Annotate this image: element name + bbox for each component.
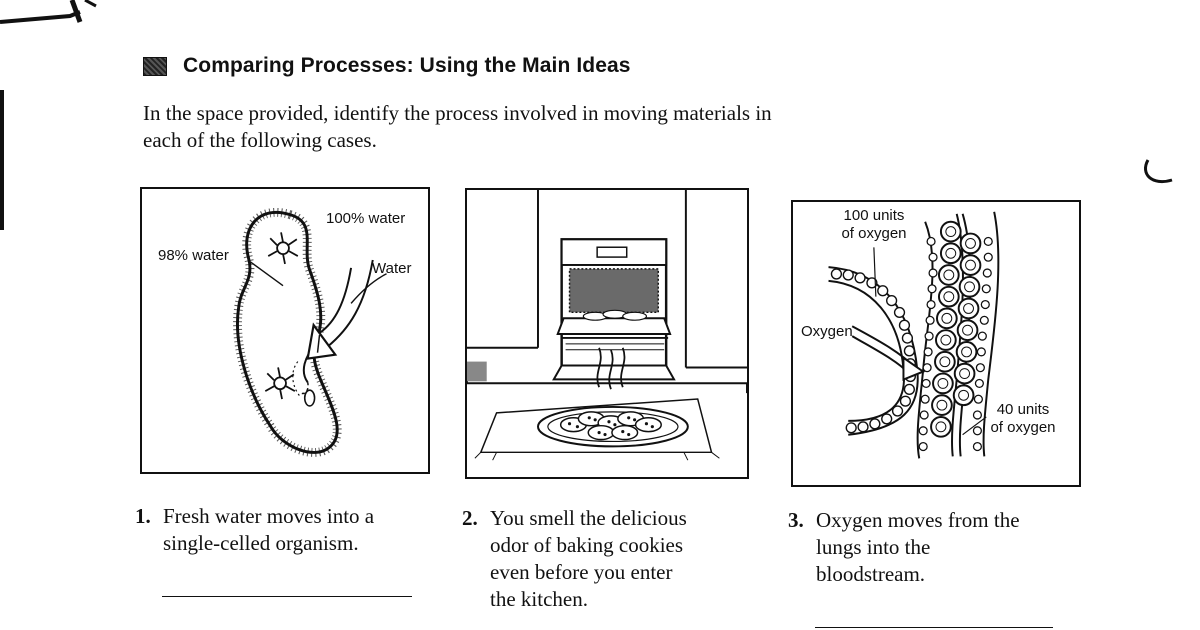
question-text: Fresh water moves into a single-celled o… <box>163 503 374 557</box>
figure-kitchen <box>465 188 749 479</box>
instructions: In the space provided, identify the proc… <box>143 100 923 154</box>
label-inside-water: 98% water <box>158 247 229 264</box>
lungs-illustration <box>828 211 1000 459</box>
label-lung-oxygen-line2: of oxygen <box>841 225 907 242</box>
organism-illustration <box>233 208 387 457</box>
label-blood-oxygen: 40 units of oxygen <box>981 401 1065 437</box>
question-line: the kitchen. <box>490 587 588 611</box>
question-text: Oxygen moves from the lungs into the blo… <box>816 507 1020 588</box>
label-outside-water: 100% water <box>326 210 406 227</box>
figure-lungs: 100 units of oxygen Oxygen 40 units of o… <box>791 200 1081 487</box>
question-line: Oxygen moves from the <box>816 508 1020 532</box>
label-blood-oxygen-line2: of oxygen <box>990 419 1056 436</box>
question-number: 2. <box>462 506 478 530</box>
question-line: single-celled organism. <box>163 531 359 555</box>
section-title: Comparing Processes: Using the Main Idea… <box>183 54 631 77</box>
question-line: bloodstream. <box>816 562 926 586</box>
section-square-icon <box>143 56 167 76</box>
question-2: 2. You smell the delicious odor of bakin… <box>462 505 752 617</box>
answer-blank-3[interactable] <box>815 627 1053 628</box>
page-edge-line <box>0 90 4 230</box>
question-number: 1. <box>135 504 151 528</box>
instructions-line: each of the following cases. <box>143 128 377 152</box>
label-oxygen-arrow: Oxygen <box>801 323 853 340</box>
answer-blank-1[interactable] <box>162 596 412 597</box>
section-heading: Comparing Processes: Using the Main Idea… <box>143 54 631 78</box>
question-line: even before you enter <box>490 560 673 584</box>
question-line: lungs into the <box>816 535 931 559</box>
label-water-arrow: Water <box>372 260 412 277</box>
label-blood-oxygen-line1: 40 units <box>996 401 1050 418</box>
label-lung-oxygen: 100 units of oxygen <box>829 207 919 243</box>
kitchen-illustration <box>467 190 747 461</box>
question-number: 3. <box>788 508 804 532</box>
question-text: You smell the delicious odor of baking c… <box>490 505 687 613</box>
question-line: Fresh water moves into a <box>163 504 375 528</box>
instructions-line: In the space provided, identify the proc… <box>143 101 772 125</box>
question-line: You smell the delicious <box>490 506 687 530</box>
label-lung-oxygen-line1: 100 units <box>843 207 905 224</box>
corner-pen-mark <box>0 0 97 24</box>
question-3: 3. Oxygen moves from the lungs into the … <box>788 507 1078 591</box>
figure-organism: 100% water 98% water Water <box>140 187 430 474</box>
question-line: odor of baking cookies <box>490 533 684 557</box>
question-1: 1. Fresh water moves into a single-celle… <box>135 503 425 563</box>
margin-pen-mark <box>1144 159 1173 183</box>
